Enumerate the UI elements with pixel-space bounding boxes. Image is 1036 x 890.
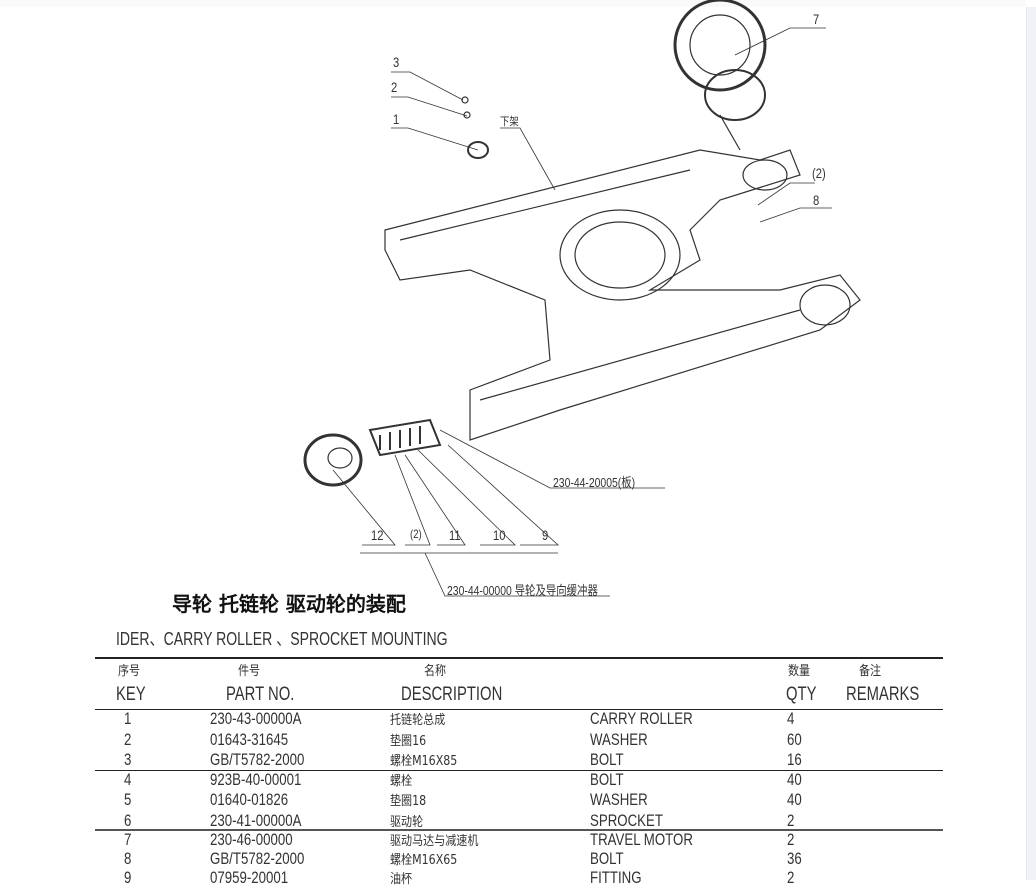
callout-9: 9 bbox=[542, 527, 549, 543]
table-cell-desc-cn: 驱动马达与减速机 bbox=[390, 834, 479, 849]
callout-12: 12 bbox=[371, 527, 384, 543]
table-cell-key: 3 bbox=[124, 750, 132, 769]
table-cell-part: GB/T5782-2000 bbox=[210, 750, 305, 769]
header-key-cn: 序号 bbox=[118, 664, 141, 679]
header-desc-cn: 名称 bbox=[424, 664, 447, 679]
table-cell-key: 4 bbox=[124, 770, 132, 789]
table-cell-desc-cn: 螺栓 bbox=[390, 774, 413, 789]
table-cell-desc-cn: 垫圈16 bbox=[390, 734, 427, 749]
table-cell-desc-en: BOLT bbox=[590, 770, 624, 789]
callout-7: 7 bbox=[813, 11, 820, 27]
callout-8: 8 bbox=[813, 192, 820, 208]
table-cell-part: 923B-40-00001 bbox=[210, 770, 302, 789]
viewer-top-strip bbox=[0, 0, 1026, 7]
table-cell-qty: 36 bbox=[787, 849, 802, 868]
table-cell-desc-en: WASHER bbox=[590, 790, 648, 809]
table-cell-desc-cn: 垫圈18 bbox=[390, 794, 427, 809]
table-cell-desc-cn: 驱动轮 bbox=[390, 815, 424, 830]
table-cell-qty: 2 bbox=[787, 811, 795, 830]
callout-2: 2 bbox=[391, 79, 398, 95]
table-cell-qty: 16 bbox=[787, 750, 802, 769]
table-cell-part: 230-46-00000 bbox=[210, 830, 293, 849]
table-cell-desc-en: BOLT bbox=[590, 750, 624, 769]
idler-and-spring bbox=[303, 418, 442, 487]
header-part-cn: 件号 bbox=[238, 664, 261, 679]
table-cell-qty: 4 bbox=[787, 709, 795, 728]
header-remarks-cn: 备注 bbox=[859, 664, 882, 679]
callout-assembly: 230-44-00000 导轮及导向缓冲器 bbox=[447, 583, 598, 598]
table-cell-part: 01640-01826 bbox=[210, 790, 289, 809]
lower-frame bbox=[384, 149, 861, 441]
table-cell-part: 230-41-00000A bbox=[210, 811, 302, 830]
exploded-view-drawing bbox=[303, 0, 861, 597]
callout-2b: (2) bbox=[812, 165, 826, 181]
header-qty-cn: 数量 bbox=[788, 664, 811, 679]
table-cell-desc-en: BOLT bbox=[590, 849, 624, 868]
table-cell-desc-cn: 托链轮总成 bbox=[390, 713, 446, 728]
callout-1: 1 bbox=[393, 111, 400, 127]
header-remarks: REMARKS bbox=[846, 684, 920, 705]
table-cell-desc-en: SPROCKET bbox=[590, 811, 663, 830]
table-cell-desc-cn: 螺栓M16X85 bbox=[390, 754, 458, 769]
callout-10: 10 bbox=[493, 527, 506, 543]
table-cell-desc-en: CARRY ROLLER bbox=[590, 709, 693, 728]
table-top-rule bbox=[95, 657, 943, 659]
table-cell-desc-en: FITTING bbox=[590, 868, 642, 887]
table-cell-desc-cn: 油杯 bbox=[390, 872, 413, 887]
header-rule bbox=[95, 709, 943, 710]
vertical-scrollbar[interactable] bbox=[1026, 7, 1036, 880]
table-cell-qty: 40 bbox=[787, 770, 802, 789]
table-cell-qty: 40 bbox=[787, 790, 802, 809]
callout-plate: 230-44-20005(板) bbox=[553, 475, 636, 490]
header-desc: DESCRIPTION bbox=[401, 684, 503, 705]
table-cell-part: GB/T5782-2000 bbox=[210, 849, 305, 868]
leader-lines bbox=[332, 27, 832, 597]
table-cell-key: 7 bbox=[124, 830, 132, 849]
table-cell-key: 8 bbox=[124, 849, 132, 868]
callout-frame: 下架 bbox=[500, 115, 519, 128]
page-title-en: IDER、CARRY ROLLER 、SPROCKET MOUNTING bbox=[116, 629, 448, 649]
group-rule bbox=[95, 829, 943, 831]
header-qty: QTY bbox=[786, 684, 817, 705]
page-title-cn: 导轮 托链轮 驱动轮的装配 bbox=[172, 592, 406, 616]
group-rule bbox=[95, 770, 943, 771]
table-cell-desc-en: WASHER bbox=[590, 730, 648, 749]
callout-3: 3 bbox=[393, 54, 400, 70]
callout-11: 11 bbox=[449, 527, 461, 543]
table-cell-qty: 2 bbox=[787, 868, 795, 887]
table-cell-qty: 2 bbox=[787, 830, 795, 849]
table-cell-key: 6 bbox=[124, 811, 132, 830]
table-cell-part: 07959-20001 bbox=[210, 868, 289, 887]
table-cell-key: 1 bbox=[124, 709, 132, 728]
table-cell-part: 230-43-00000A bbox=[210, 709, 302, 728]
header-part: PART NO. bbox=[226, 684, 295, 705]
header-key: KEY bbox=[116, 684, 146, 705]
sprocket-and-motor bbox=[673, 0, 767, 151]
table-cell-desc-en: TRAVEL MOTOR bbox=[590, 830, 693, 849]
table-cell-desc-cn: 螺栓M16X65 bbox=[390, 853, 458, 868]
table-cell-qty: 60 bbox=[787, 730, 802, 749]
table-cell-key: 2 bbox=[124, 730, 132, 749]
table-cell-key: 9 bbox=[124, 868, 132, 887]
table-cell-part: 01643-31645 bbox=[210, 730, 289, 749]
table-cell-key: 5 bbox=[124, 790, 132, 809]
callout-2c: (2) bbox=[410, 527, 422, 541]
